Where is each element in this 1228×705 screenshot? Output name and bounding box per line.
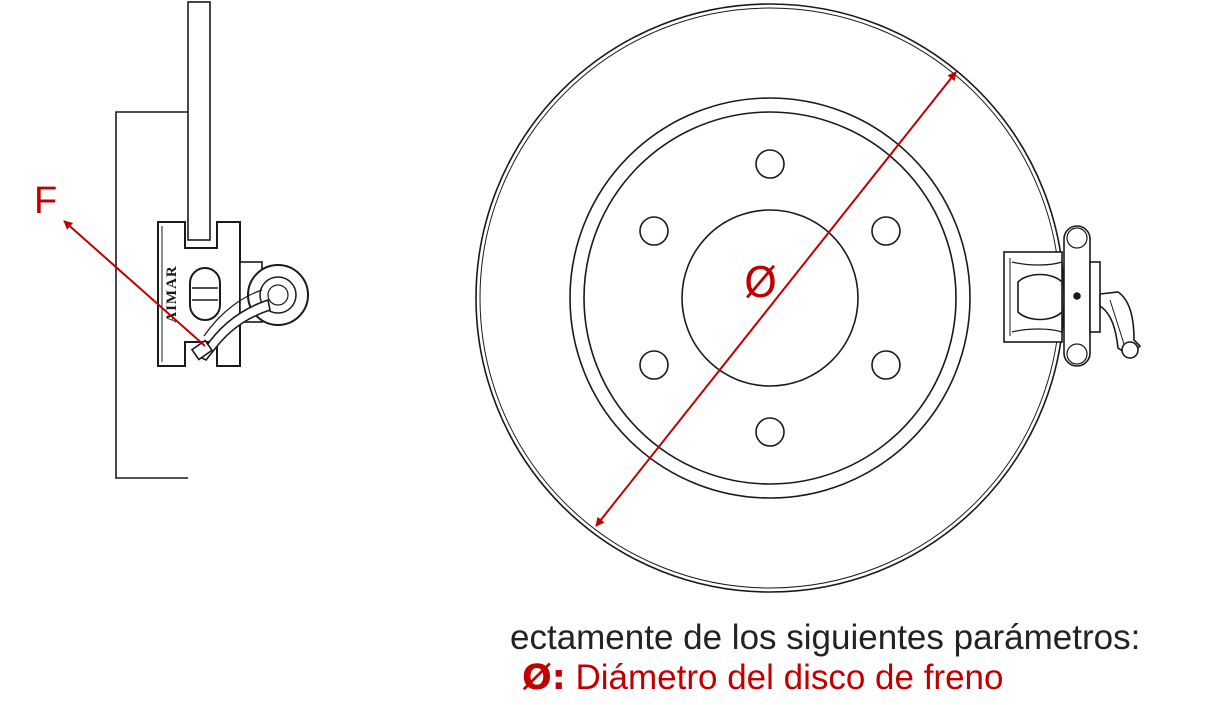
- diameter-label: Ø: [744, 258, 778, 307]
- bolt-hole: [871, 216, 901, 246]
- clamp-front-view: [1003, 225, 1142, 367]
- diameter-arrow: [595, 71, 957, 527]
- bolt-hole: [639, 216, 669, 246]
- caption-diameter-symbol: Ø:: [522, 658, 566, 698]
- caption-diameter-text: Diámetro del disco de freno: [575, 658, 1004, 697]
- clamp-slot: [189, 267, 221, 321]
- disc-side-outline: [115, 111, 188, 479]
- force-label: F: [34, 180, 58, 222]
- bolt-hole: [639, 350, 669, 380]
- side-view: [115, 1, 309, 479]
- bolt-hole: [755, 149, 785, 179]
- clamp-brand-text: AIMAR: [164, 265, 180, 323]
- clamp-lobe: [1017, 273, 1063, 321]
- caption-line-2: Ø: Diámetro del disco de freno: [522, 658, 1003, 698]
- force-arrow: [63, 220, 206, 347]
- caption-line-1: ectamente de los siguientes parámetros:: [510, 618, 1141, 657]
- bolt-hole: [871, 350, 901, 380]
- clamp-rod: [187, 1, 211, 241]
- bolt-hole: [755, 417, 785, 447]
